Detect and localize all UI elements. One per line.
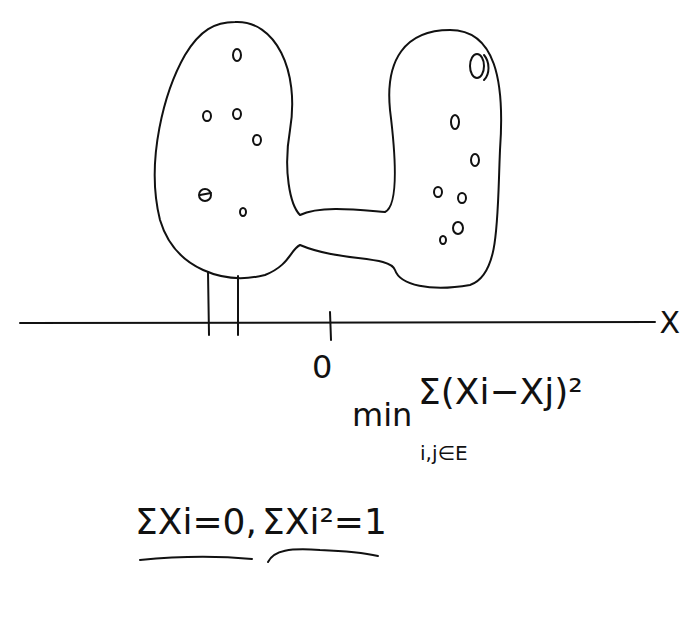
underline xyxy=(140,557,252,560)
constraint-text: ΣXi=0, xyxy=(135,502,257,542)
origin-label: 0 xyxy=(312,350,332,385)
graph-outline xyxy=(155,22,501,288)
x-axis xyxy=(20,322,655,323)
formula-text: Σ(Xi−Xj)² xyxy=(418,372,583,412)
axis-label: X xyxy=(659,306,680,339)
formula-subscript: i,j∈E xyxy=(420,442,468,464)
underline xyxy=(268,549,378,562)
projection-line xyxy=(237,276,239,335)
projection-line xyxy=(208,272,209,335)
axis-tick xyxy=(330,312,331,340)
formula-text: min xyxy=(352,398,412,433)
constraint-text: ΣXi²=1 xyxy=(262,502,387,542)
graph-vertices xyxy=(199,49,489,244)
